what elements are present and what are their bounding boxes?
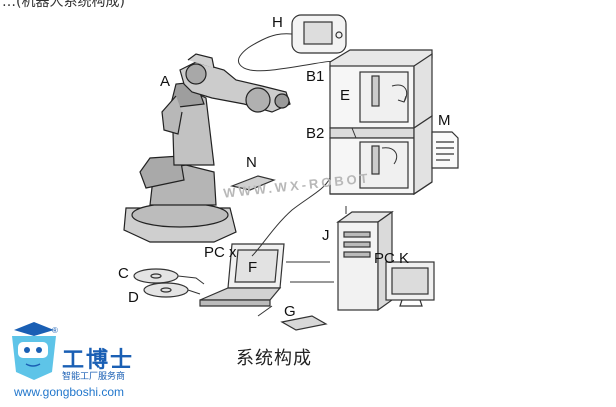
label-g: G (284, 303, 296, 320)
label-j: J (322, 227, 330, 244)
controller-cabinet (329, 49, 433, 196)
laptop (199, 243, 285, 307)
logo-mascot (12, 322, 56, 380)
connection-lines (177, 127, 357, 317)
label-b2: B2 (306, 125, 325, 142)
label-n: N (246, 154, 257, 171)
label-f: F (248, 259, 258, 276)
disc-d (143, 282, 189, 298)
logo-url[interactable]: www.gongboshi.com (14, 385, 125, 399)
label-h: H (272, 14, 283, 31)
document (431, 131, 459, 169)
clipped-header-text: …(机器人系统构成) (2, 0, 125, 10)
logo-title: 工博士 (62, 347, 135, 373)
label-d: D (128, 289, 139, 306)
label-e: E (340, 87, 351, 104)
robot-arm (123, 53, 291, 243)
logo-subtitle: 智能工厂服务商 (62, 372, 126, 382)
label-pc-k: PC K (374, 250, 410, 267)
diagram-caption: 系统构成 (236, 348, 312, 369)
label-b1: B1 (306, 68, 325, 85)
logo-registered-mark: ® (52, 326, 58, 335)
monitor (385, 261, 435, 307)
teach-pendant (237, 14, 347, 72)
label-pc-x: PC x (204, 244, 237, 261)
label-m: M (438, 112, 451, 129)
manual-g (280, 315, 328, 331)
part-n (229, 175, 276, 191)
label-c: C (118, 265, 129, 282)
label-a: A (160, 73, 171, 90)
disc-c (133, 268, 179, 284)
